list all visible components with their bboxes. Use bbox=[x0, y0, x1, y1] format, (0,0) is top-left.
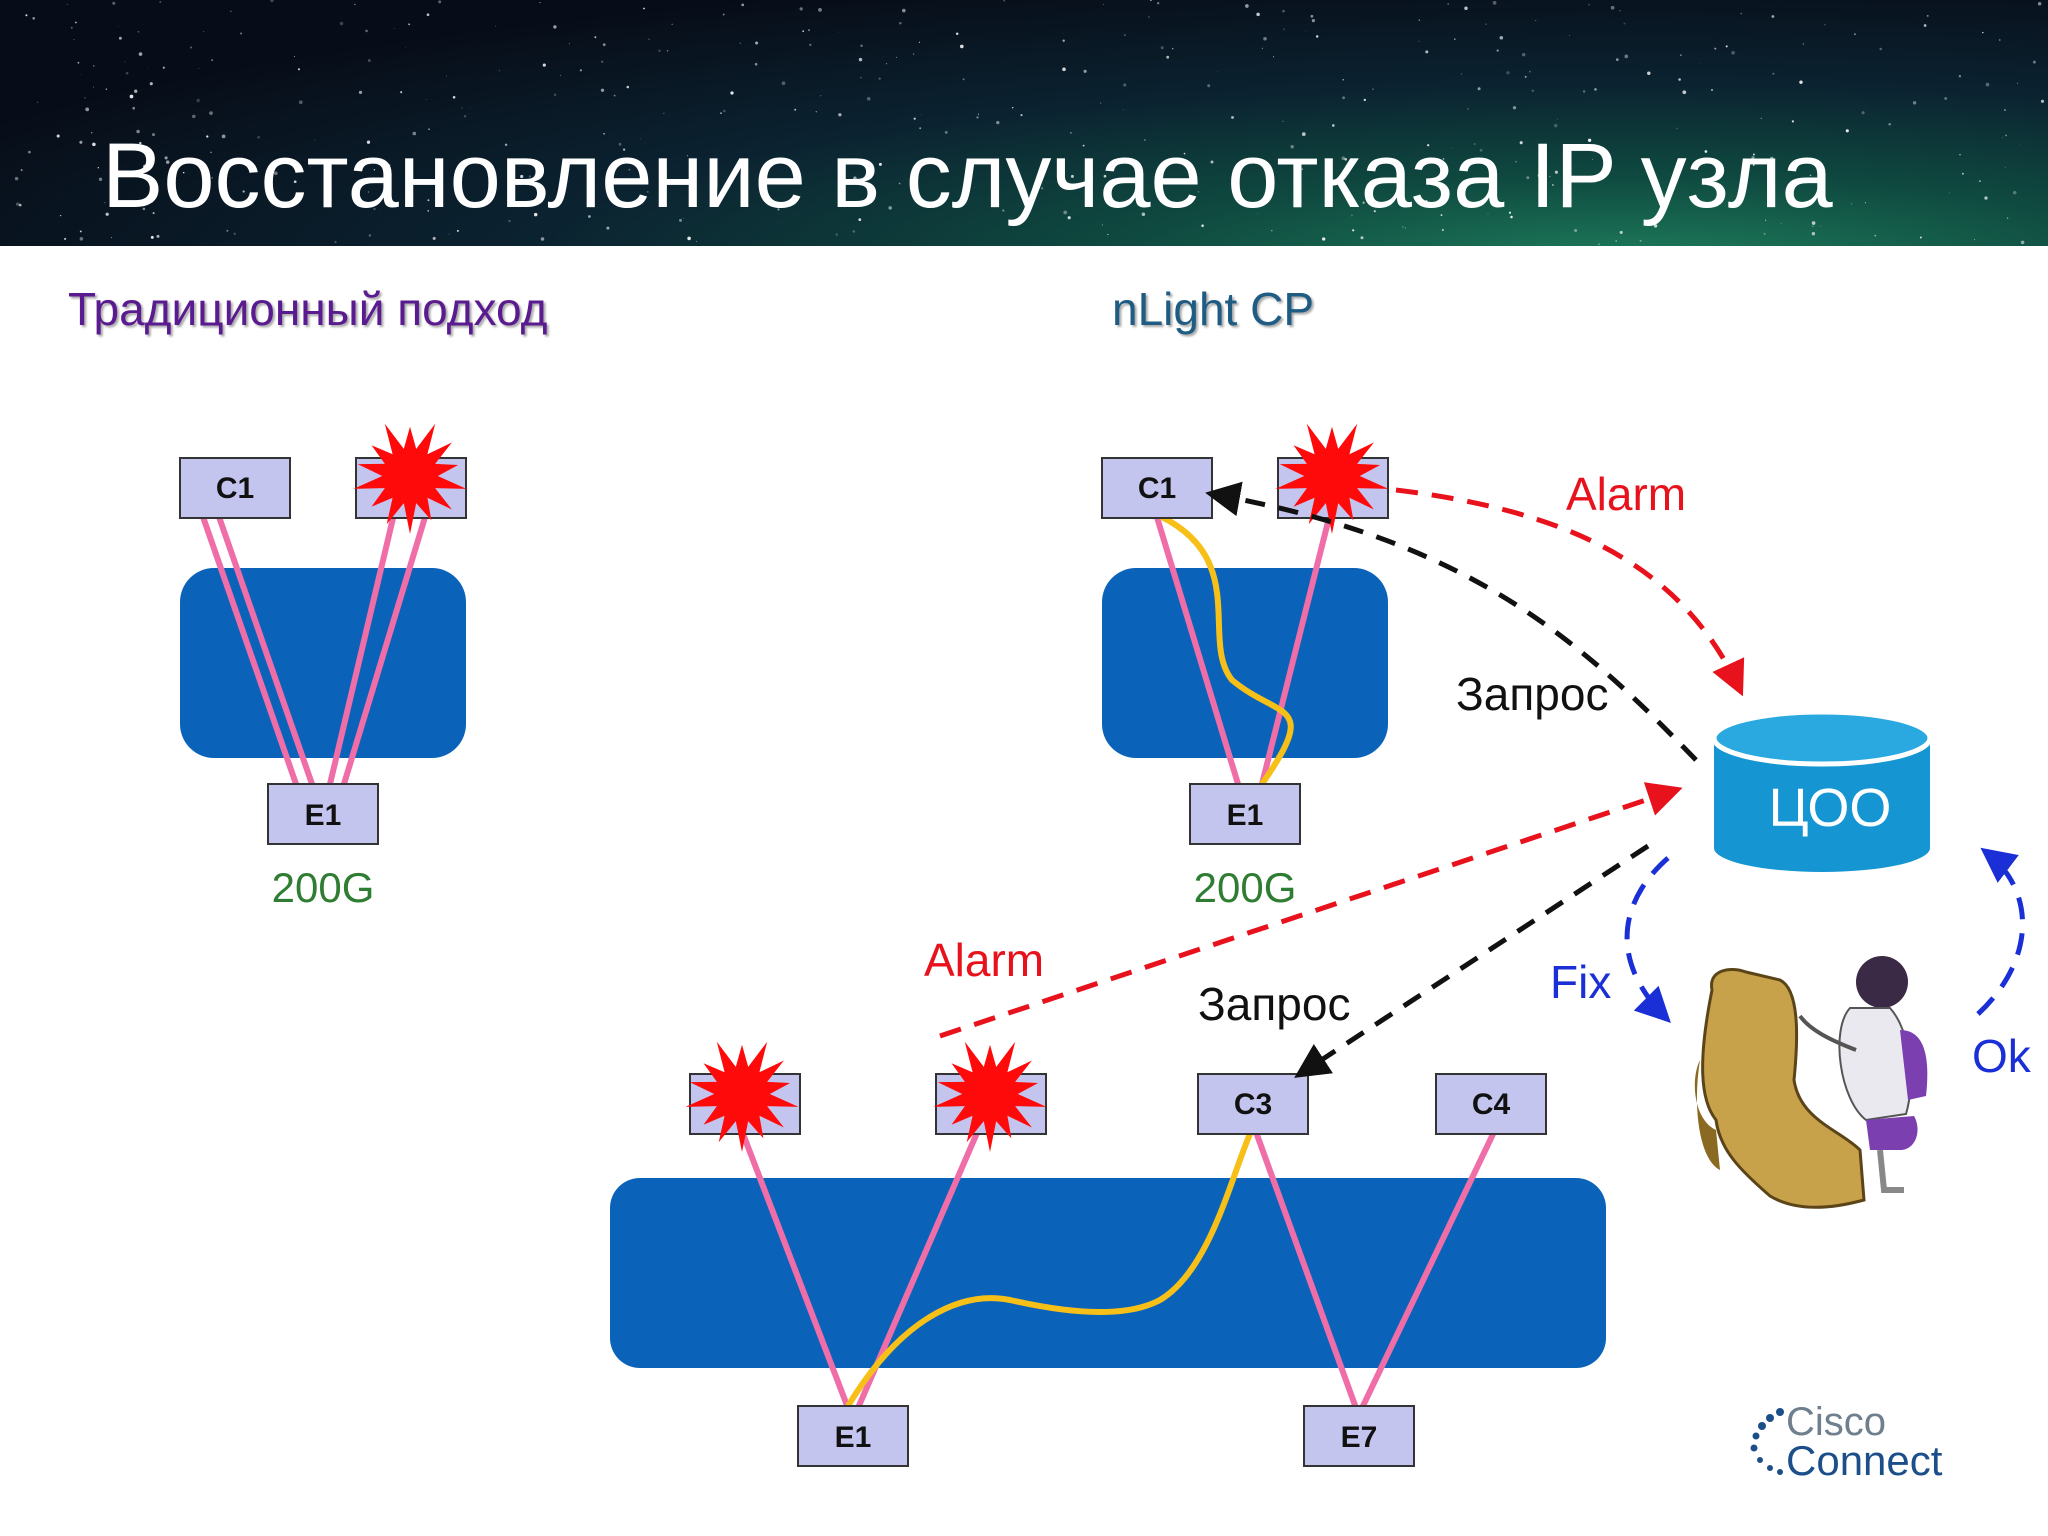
nlight-diagram-top: C1 E1 200G bbox=[1101, 423, 1389, 911]
network-cloud bbox=[1102, 568, 1388, 758]
capacity-label: 200G bbox=[272, 864, 375, 911]
node-label: E7 bbox=[1341, 1421, 1378, 1454]
node-label: C1 bbox=[1138, 472, 1176, 505]
nlight-diagram-bottom: C3 C4 E1 E7 bbox=[610, 1041, 1606, 1467]
network-cloud bbox=[610, 1178, 1606, 1368]
node-label: C3 bbox=[1234, 1088, 1272, 1121]
alarm-label: Alarm bbox=[924, 934, 1044, 986]
node-failed bbox=[933, 1041, 1047, 1152]
network-cloud bbox=[180, 568, 466, 758]
failure-burst-icon bbox=[685, 1041, 799, 1152]
node-e7: E7 bbox=[1303, 1405, 1415, 1467]
node-failed bbox=[685, 1041, 801, 1152]
node-label: E1 bbox=[1227, 799, 1264, 832]
link bbox=[1153, 513, 1333, 785]
heading-nlight: nLight CP bbox=[1112, 283, 1315, 335]
node-label: E1 bbox=[305, 799, 342, 832]
node-c1: C1 bbox=[179, 457, 291, 519]
database-label: ЦОО bbox=[1769, 778, 1892, 838]
cisco-connect-logo: Cisco Connect bbox=[1740, 1402, 1960, 1482]
node-c3: C3 bbox=[1197, 1073, 1309, 1135]
alarm-arrow bbox=[939, 782, 1683, 1039]
logo-text-connect: Connect bbox=[1786, 1437, 1943, 1484]
alarm-label: Alarm bbox=[1566, 468, 1686, 520]
request-arrow bbox=[1205, 481, 1698, 762]
link bbox=[199, 513, 429, 785]
header-banner: Восстановление в случае отказа IP узла bbox=[0, 0, 2048, 246]
restored-path bbox=[1158, 513, 1294, 786]
node-e1: E1 bbox=[1189, 783, 1301, 845]
node-e1: E1 bbox=[797, 1405, 909, 1467]
logo-dots-icon bbox=[1750, 1408, 1784, 1475]
failure-burst-icon bbox=[1275, 423, 1389, 534]
node-label: C1 bbox=[216, 472, 254, 505]
request-label: Запрос bbox=[1456, 668, 1608, 720]
node-failed bbox=[353, 423, 467, 534]
node-e1: E1 bbox=[267, 783, 379, 845]
failure-burst-icon bbox=[353, 423, 467, 534]
node-c1: C1 bbox=[1101, 457, 1213, 519]
request-label: Запрос bbox=[1198, 978, 1350, 1030]
database-icon: ЦОО bbox=[1711, 709, 1933, 875]
fix-label: Fix bbox=[1550, 956, 1611, 1008]
heading-traditional: Традиционный подход bbox=[68, 283, 548, 335]
capacity-label: 200G bbox=[1194, 864, 1297, 911]
node-failed bbox=[1275, 423, 1389, 534]
alarm-arrow bbox=[1395, 487, 1745, 697]
node-label: C4 bbox=[1472, 1088, 1511, 1121]
ok-arrow bbox=[1976, 847, 2026, 1016]
starfield bbox=[14, 0, 2045, 245]
node-label: E1 bbox=[835, 1421, 872, 1454]
request-arrow bbox=[1294, 843, 1650, 1078]
slide-title: Восстановление в случае отказа IP узла bbox=[102, 125, 1833, 227]
failure-burst-icon bbox=[933, 1041, 1047, 1152]
traditional-diagram: C1 E1 200G bbox=[179, 423, 467, 911]
fix-arrow bbox=[1624, 856, 1671, 1023]
restored-path bbox=[845, 1132, 1253, 1408]
logo-text-cisco: Cisco bbox=[1786, 1400, 1887, 1444]
ok-label: Ok bbox=[1972, 1030, 2032, 1082]
node-c4: C4 bbox=[1435, 1073, 1547, 1135]
operator-icon bbox=[1694, 956, 1928, 1209]
